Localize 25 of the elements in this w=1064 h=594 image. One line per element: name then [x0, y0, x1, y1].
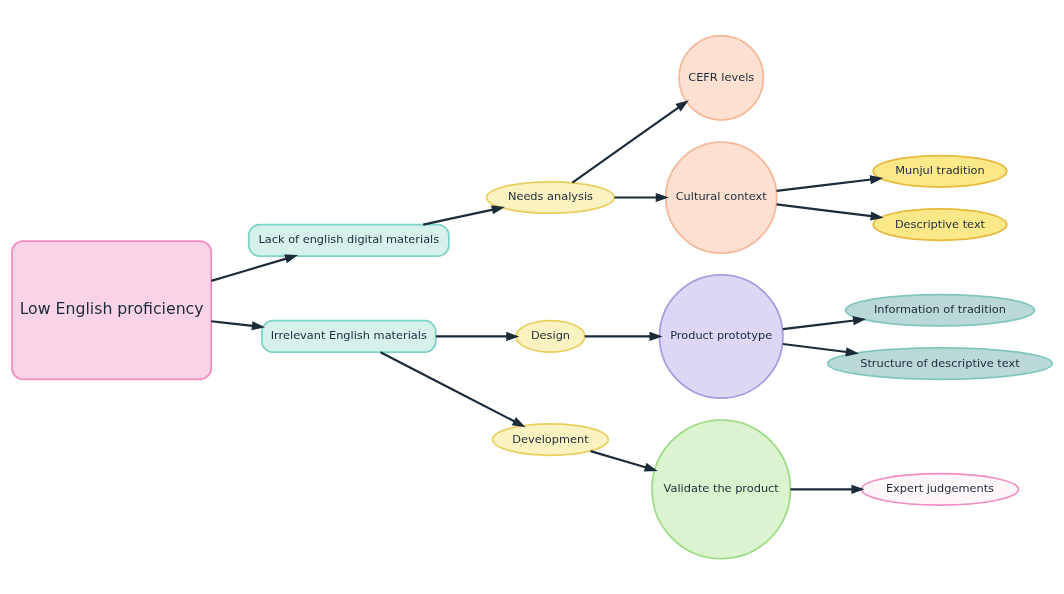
node-box: Irrelevant English materials: [261, 319, 437, 354]
arrow: [790, 484, 865, 494]
node-ellipse: Design: [515, 319, 586, 354]
arrow: [776, 203, 884, 221]
arrow: [782, 316, 867, 331]
node-ellipse: Expert judgements: [860, 472, 1020, 506]
node-circle: Cultural context: [664, 141, 778, 254]
arrow: [380, 351, 526, 428]
arrow: [590, 450, 658, 472]
arrow: [614, 192, 669, 203]
arrow: [435, 331, 520, 342]
node-ellipse: Development: [491, 422, 610, 457]
arrow: [571, 100, 689, 184]
arrow: [211, 320, 265, 331]
node-circle: Validate the product: [651, 419, 792, 560]
arrow: [782, 342, 859, 357]
arrow: [423, 205, 505, 226]
node-box: Lack of english digital materials: [247, 223, 450, 257]
arrow: [211, 254, 299, 282]
node-box: Low English proficiency: [11, 240, 213, 381]
arrow: [584, 331, 663, 342]
arrow: [776, 175, 884, 192]
node-circle: Product prototype: [658, 273, 784, 399]
node-circle: CEFR levels: [678, 34, 765, 121]
node-ellipse: Munjul tradition: [872, 154, 1008, 188]
